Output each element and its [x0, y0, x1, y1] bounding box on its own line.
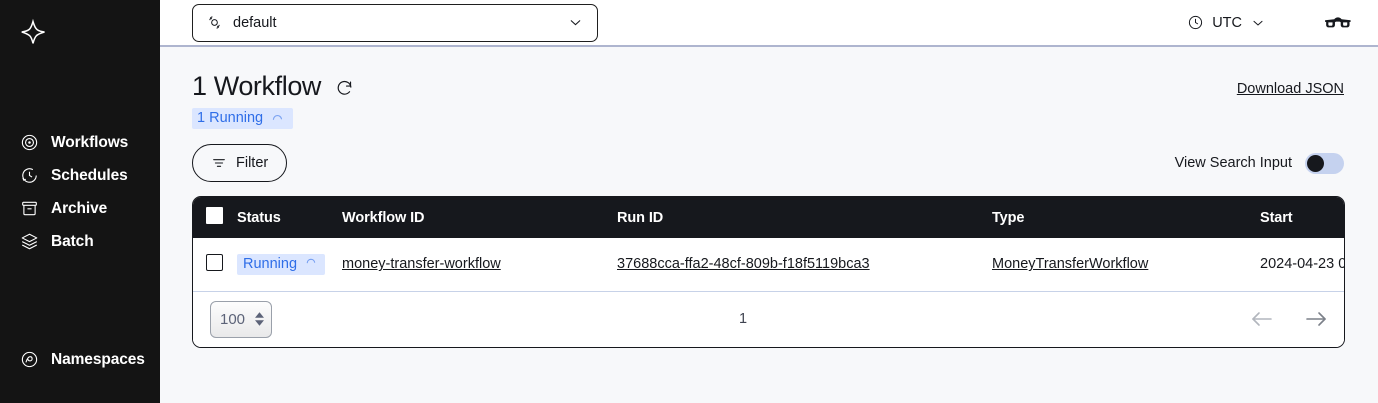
view-search-input-label: View Search Input [1174, 155, 1292, 171]
sidebar-item-batch[interactable]: Batch [0, 225, 160, 258]
workflows-content: 1 Workflow Download JSON 1 Running [160, 47, 1378, 403]
sidebar: Workflows Schedules [0, 0, 160, 403]
namespaces-icon [19, 349, 40, 370]
spinner-arc-icon [305, 256, 317, 272]
timezone-select[interactable]: UTC [1177, 8, 1276, 37]
column-header-start[interactable]: Start [1260, 209, 1293, 226]
view-search-input-control: View Search Input [1174, 152, 1344, 174]
sidebar-item-schedules[interactable]: Schedules [0, 159, 160, 192]
table-row[interactable]: Running money-transfer-workflow [193, 238, 1345, 291]
workflows-table: Status Workflow ID Run ID Type Start [193, 197, 1345, 292]
page-size-value: 100 [220, 310, 246, 328]
batch-icon [19, 231, 40, 252]
page-header-row: 1 Workflow Download JSON [192, 47, 1344, 100]
row-status-badge[interactable]: Running [237, 253, 326, 275]
filter-button[interactable]: Filter [192, 144, 288, 182]
page-size-select[interactable]: 100 [210, 300, 272, 338]
timezone-value: UTC [1212, 14, 1242, 31]
row-start-cell: 2024-04-23 0 [1260, 256, 1345, 273]
sidebar-item-namespaces[interactable]: Namespaces [0, 343, 160, 376]
column-header-workflow-id[interactable]: Workflow ID [342, 209, 425, 226]
title-block: 1 Workflow [192, 73, 354, 100]
select-all-header [193, 197, 237, 238]
namespace-select[interactable]: default [192, 3, 598, 42]
download-json-link[interactable]: Download JSON [1236, 81, 1344, 97]
row-status-cell: Running [237, 238, 342, 291]
status-badge[interactable]: 1 Running [192, 108, 294, 129]
status-badge-label: 1 Running [197, 110, 264, 126]
row-select-cell [193, 238, 237, 291]
chevron-down-icon [567, 14, 584, 31]
table-pagination-footer: 100 1 [193, 291, 1344, 347]
temporal-logo-icon[interactable] [16, 16, 50, 50]
status-filter-row: 1 Running [192, 108, 1344, 129]
topbar-right-controls: UTC [1177, 8, 1360, 38]
workflow-id-link[interactable]: money-transfer-workflow [342, 256, 501, 273]
namespace-value: default [233, 14, 277, 31]
sidebar-item-label: Batch [51, 232, 94, 250]
toggle-knob [1307, 154, 1324, 172]
spinner-arc-icon [271, 112, 284, 125]
schedules-icon [19, 165, 40, 186]
column-header-run-id[interactable]: Run ID [617, 209, 664, 226]
table-header-row: Status Workflow ID Run ID Type Start [193, 197, 1344, 238]
row-checkbox[interactable] [206, 253, 223, 271]
sidebar-item-archive[interactable]: Archive [0, 192, 160, 225]
archive-icon [19, 198, 40, 219]
workflow-type-link[interactable]: MoneyTransferWorkflow [992, 256, 1149, 273]
row-type-cell: MoneyTransferWorkflow [992, 238, 1260, 291]
row-status-label: Running [243, 255, 298, 272]
sidebar-item-label: Archive [51, 199, 108, 217]
pager-controls [1250, 309, 1328, 329]
namespace-icon [206, 14, 223, 31]
sidebar-nav-main: Workflows Schedules [0, 126, 160, 258]
row-run-id-cell: 37688cca-ffa2-48cf-809b-f18f5119bca3 [617, 238, 992, 291]
filter-button-label: Filter [236, 155, 269, 171]
view-search-input-toggle[interactable] [1305, 152, 1344, 174]
sidebar-item-label: Schedules [51, 166, 128, 184]
stepper-arrows-icon [255, 312, 264, 326]
page-title: 1 Workflow [192, 71, 322, 101]
chevron-down-icon [1250, 15, 1266, 31]
row-workflow-id-cell: money-transfer-workflow [342, 238, 617, 291]
table-body: Running money-transfer-workflow [193, 238, 1345, 291]
glasses-icon[interactable] [1316, 8, 1360, 38]
workflows-icon [19, 132, 40, 153]
arrow-left-icon[interactable] [1250, 309, 1274, 329]
workflows-table-card: Status Workflow ID Run ID Type Start [192, 196, 1345, 348]
sidebar-item-label: Namespaces [51, 350, 145, 368]
arrow-right-icon[interactable] [1304, 309, 1328, 329]
toolbar: Filter View Search Input [192, 144, 1344, 182]
select-all-checkbox[interactable] [206, 207, 223, 224]
run-id-link[interactable]: 37688cca-ffa2-48cf-809b-f18f5119bca3 [617, 256, 870, 273]
column-header-status[interactable]: Status [237, 209, 281, 226]
refresh-icon[interactable] [335, 76, 354, 97]
main-area: default UTC [160, 0, 1378, 403]
clock-icon [1187, 14, 1204, 31]
table-head: Status Workflow ID Run ID Type Start [193, 197, 1344, 238]
sidebar-item-workflows[interactable]: Workflows [0, 126, 160, 159]
column-header-type[interactable]: Type [992, 209, 1025, 226]
filter-icon [211, 155, 227, 171]
page-number: 1 [738, 311, 748, 327]
topbar: default UTC [160, 0, 1378, 47]
sidebar-item-label: Workflows [51, 133, 129, 151]
sidebar-nav-bottom: Namespaces [0, 343, 160, 376]
